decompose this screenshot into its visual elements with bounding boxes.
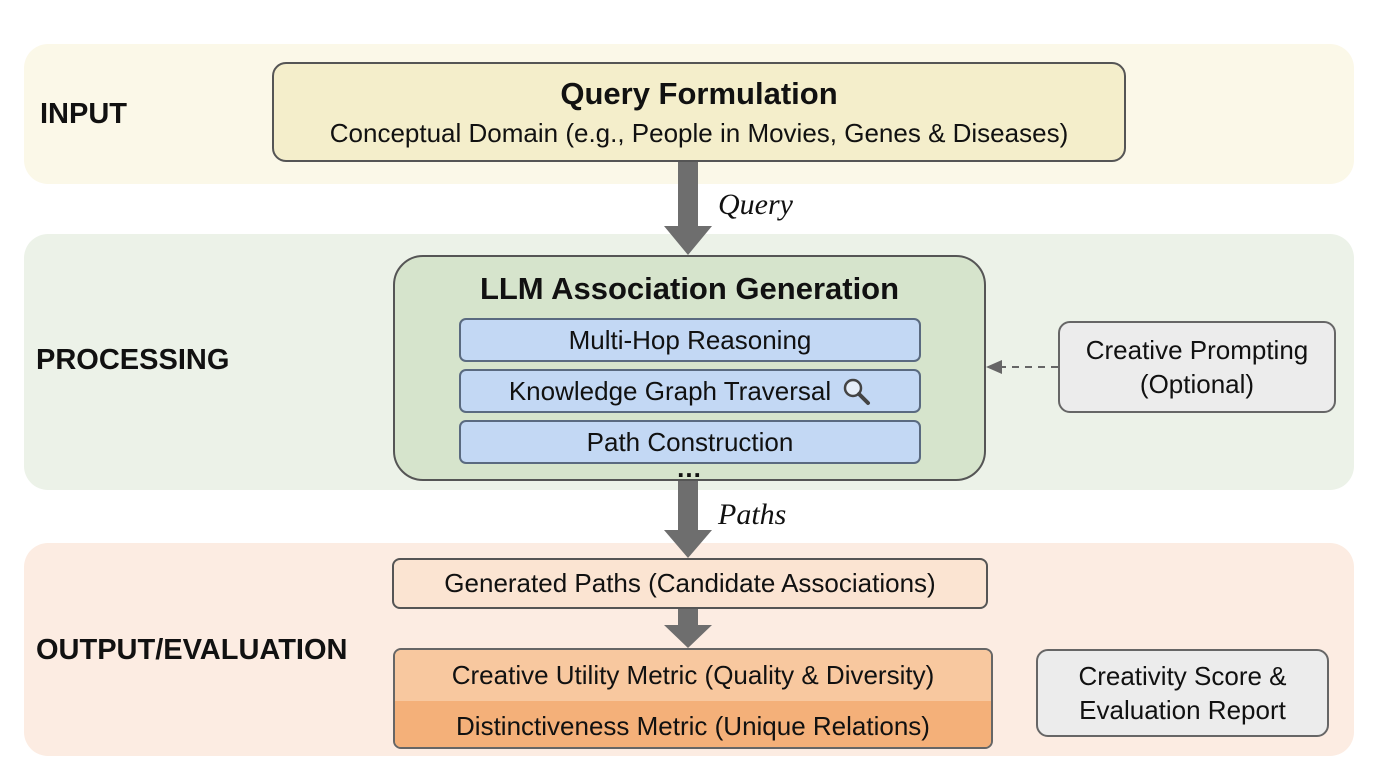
creative-utility-metric: Creative Utility Metric (Quality & Diver…: [395, 650, 991, 702]
multi-hop-reasoning-step: Multi-Hop Reasoning: [459, 318, 921, 362]
creativity-score-line: Creativity Score &: [1078, 661, 1287, 691]
step-label: Path Construction: [586, 426, 794, 457]
step-label: Multi-Hop Reasoning: [568, 324, 812, 355]
llm-association-box: LLM Association Generation Multi-Hop Rea…: [393, 255, 986, 483]
distinctiveness-metric: Distinctiveness Metric (Unique Relations…: [395, 701, 991, 747]
paths-arrow: [664, 481, 712, 558]
processing-stage-label: PROCESSING: [36, 344, 230, 376]
generated-paths-label: Generated Paths (Candidate Associations): [444, 568, 936, 598]
knowledge-graph-traversal-step: Knowledge Graph Traversal: [459, 369, 921, 413]
query-formulation-box: Query Formulation Conceptual Domain (e.g…: [272, 62, 1126, 162]
creativity-score-box: Creativity Score & Evaluation Report: [1036, 649, 1329, 737]
query-formulation-title: Query Formulation: [560, 76, 838, 111]
metric-label: Distinctiveness Metric (Unique Relations…: [456, 710, 930, 741]
search-icon: [843, 378, 871, 405]
evaluation-arrow: [664, 609, 712, 648]
metric-label: Creative Utility Metric (Quality & Diver…: [451, 660, 935, 690]
metrics-box: Creative Utility Metric (Quality & Diver…: [393, 648, 993, 749]
input-stage-label: INPUT: [40, 98, 127, 130]
creative-prompting-optional: (Optional): [1139, 369, 1255, 399]
path-construction-step: Path Construction: [459, 420, 921, 464]
evaluation-report-line: Evaluation Report: [1079, 695, 1286, 725]
query-arrow-label: Query: [718, 188, 793, 221]
generated-paths-box: Generated Paths (Candidate Associations): [392, 558, 988, 609]
output-stage-label: OUTPUT/EVALUATION: [36, 634, 348, 666]
llm-association-title: LLM Association Generation: [479, 271, 900, 306]
step-label: Knowledge Graph Traversal: [508, 375, 832, 406]
query-arrow: [664, 162, 712, 255]
creative-prompting-box: Creative Prompting (Optional): [1058, 321, 1336, 413]
creative-prompting-title: Creative Prompting: [1085, 335, 1309, 365]
paths-arrow-label: Paths: [718, 498, 787, 531]
more-steps-ellipsis: ...: [677, 453, 702, 483]
query-formulation-subtitle: Conceptual Domain (e.g., People in Movie…: [329, 118, 1069, 148]
optional-prompting-arrow: [986, 360, 1058, 374]
